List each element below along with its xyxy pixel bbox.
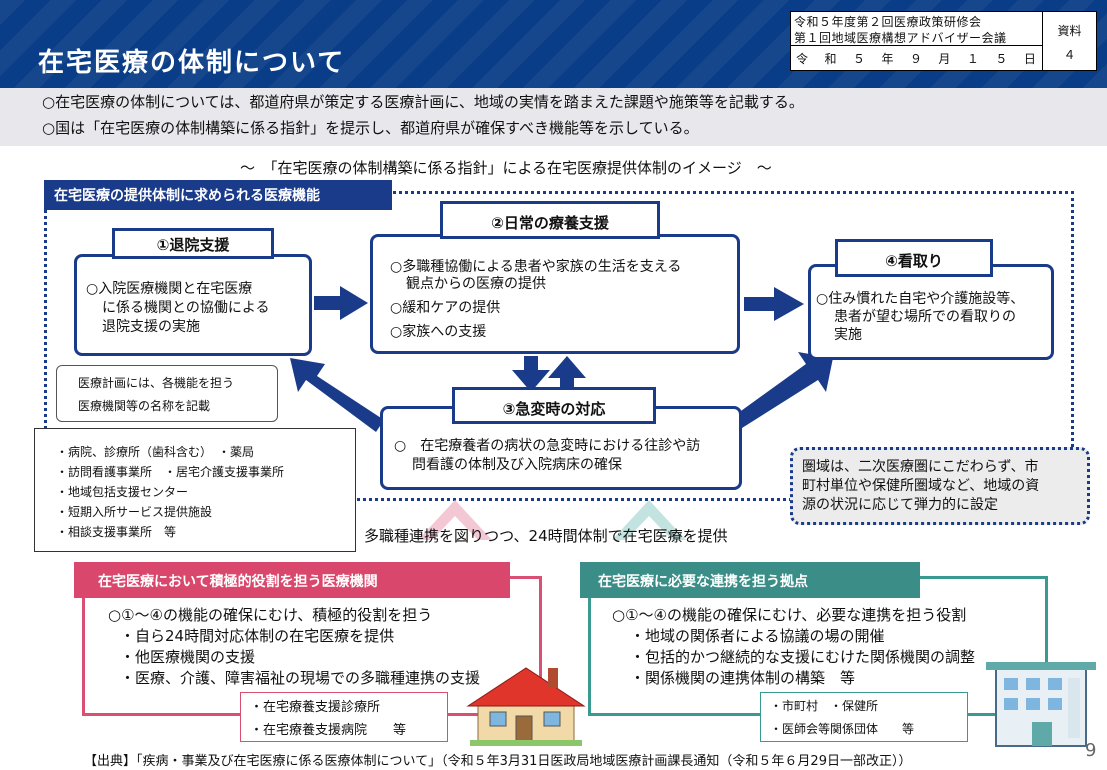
- meeting-date: 令 和 ５ 年 ９ 月 １ ５ 日: [796, 50, 1036, 67]
- source-citation: 【出典】「疾病・事業及び在宅医療に係る医療体制について」（令和５年3月31日医政…: [84, 754, 912, 769]
- active-role-title: 在宅医療において積極的役割を担う医療機関: [74, 562, 510, 598]
- teal-chevron-icon: [612, 500, 686, 540]
- diagram-caption: ～ 「在宅医療の体制構築に係る指針」による在宅医療提供体制のイメージ ～: [240, 159, 772, 177]
- pink-chevron-icon: [418, 500, 492, 540]
- function-text: 観点からの医療の提供: [406, 276, 546, 292]
- function-title-daily-care-support: ②日常の療養支援: [440, 201, 660, 239]
- note-text: 医療機関等の名称を記載: [78, 399, 211, 413]
- summary-line: ○在宅医療の体制については、都道府県が策定する医療計画に、地域の実情を踏まえた課…: [42, 93, 804, 111]
- function-text: ○住み慣れた自宅や介護施設等、: [816, 291, 1025, 307]
- facility-item: ・地域包括支援センター: [56, 485, 189, 499]
- area-note-text: 圏域は、二次医療圏にこだわらず、市: [802, 459, 1039, 475]
- section-label: 在宅医療の提供体制に求められる医療機能: [44, 180, 392, 210]
- page-title: 在宅医療の体制について: [38, 48, 346, 78]
- arrow-down-icon: [512, 356, 550, 392]
- document-number: ４: [1063, 48, 1076, 62]
- date-char: 和: [824, 52, 837, 66]
- collaboration-statement: 多職種連携を図りつつ、24時間体制で在宅医療を提供: [364, 527, 728, 545]
- function-text: に係る機関との協働による: [102, 300, 270, 316]
- arrow-right-icon: [744, 287, 804, 321]
- date-char: ５: [995, 52, 1008, 66]
- active-role-text: ・他医療機関の支援: [120, 648, 256, 666]
- coordination-hub-examples-box: [760, 692, 968, 742]
- date-char: 年: [881, 52, 894, 66]
- date-char: 日: [1023, 52, 1036, 66]
- arrow-right-icon: [314, 286, 368, 320]
- active-role-example: ・在宅療養支援病院 等: [250, 723, 407, 738]
- medical-functions-frame: [44, 191, 1074, 501]
- date-char: 月: [938, 52, 951, 66]
- summary-band: [0, 88, 1107, 146]
- facility-item: ・相談支援事業所 等: [56, 525, 177, 539]
- page-number: 9: [1085, 740, 1097, 761]
- medical-plan-note-box: [56, 365, 278, 422]
- active-role-text: ○①～④の機能の確保にむけ、積極的役割を担う: [108, 606, 433, 624]
- coordination-hub-example: ・医師会等関係団体 等: [770, 722, 915, 736]
- date-char: 令: [796, 52, 809, 66]
- function-text: ○多職種協働による患者や家族の生活を支える: [390, 259, 682, 275]
- active-role-examples-box: [240, 692, 448, 742]
- active-role-text: ・医療、介護、障害福祉の現場での多職種連携の支援: [120, 669, 481, 687]
- function-text: 問看護の体制及び入院病床の確保: [412, 457, 622, 473]
- function-text: ○緩和ケアの提供: [390, 300, 501, 316]
- function-text: ○入院医療機関と在宅医療: [86, 281, 253, 297]
- facility-list-box: [34, 428, 356, 552]
- coordination-hub-text: ・包括的かつ継続的な支援にむけた関係機関の調整: [630, 648, 976, 666]
- area-note-text: 源の状況に応じて弾力的に設定: [802, 497, 998, 513]
- date-char: ９: [909, 52, 922, 66]
- function-title-end-of-life-care: ④看取り: [835, 239, 993, 277]
- arrow-diagonal-icon: [290, 358, 384, 432]
- coordination-hub-text: ○①～④の機能の確保にむけ、必要な連携を担う役割: [612, 606, 967, 624]
- facility-item: ・短期入所サービス提供施設: [56, 505, 213, 519]
- meeting-info-box: [790, 11, 1097, 71]
- facility-item: ・病院、診療所（歯科含む） ・薬局: [56, 445, 255, 459]
- meeting-divider: [1042, 11, 1043, 71]
- arrow-up-icon: [548, 356, 586, 392]
- coordination-hub-title: 在宅医療に必要な連携を担う拠点: [580, 562, 920, 598]
- meeting-name-line1: 令和５年度第２回医療政策研修会: [794, 15, 982, 29]
- area-setting-note-box: [790, 447, 1090, 525]
- date-char: １: [966, 52, 979, 66]
- coordination-hub-example: ・市町村 ・保健所: [770, 699, 879, 713]
- coordination-hub-text: ・関係機関の連携体制の構築 等: [630, 669, 856, 687]
- function-title-emergency-response: ③急変時の対応: [452, 387, 656, 424]
- function-text: 退院支援の実施: [102, 319, 200, 335]
- function-text: 実施: [834, 327, 862, 343]
- facility-item: ・訪問看護事業所 ・居宅介護支援事業所: [56, 465, 285, 479]
- summary-line: ○国は「在宅医療の体制構築に係る指針」を提示し、都道府県が確保すべき機能等を示し…: [42, 119, 699, 137]
- function-text: ○ 在宅療養者の病状の急変時における往診や訪: [394, 438, 701, 454]
- function-text: 患者が望む場所での看取りの: [834, 309, 1016, 325]
- arrow-diagonal-icon: [734, 352, 833, 428]
- meeting-name-line2: 第１回地域医療構想アドバイザー会議: [794, 31, 1007, 45]
- function-box-daily-care-support: [370, 234, 740, 354]
- coordination-hub-text: ・地域の関係者による協議の場の開催: [630, 627, 885, 645]
- meeting-divider: [790, 45, 1042, 46]
- date-char: ５: [852, 52, 865, 66]
- active-role-text: ・自ら24時間対応体制の在宅医療を提供: [120, 627, 395, 645]
- area-note-text: 町村単位や保健所圏域など、地域の資: [802, 478, 1040, 494]
- function-text: ○家族への支援: [390, 324, 487, 340]
- function-title-discharge-support: ①退院支援: [112, 228, 274, 259]
- note-text: 医療計画には、各機能を担う: [78, 376, 235, 390]
- document-label: 資料: [1057, 24, 1082, 38]
- active-role-example: ・在宅療養支援診療所: [250, 700, 381, 715]
